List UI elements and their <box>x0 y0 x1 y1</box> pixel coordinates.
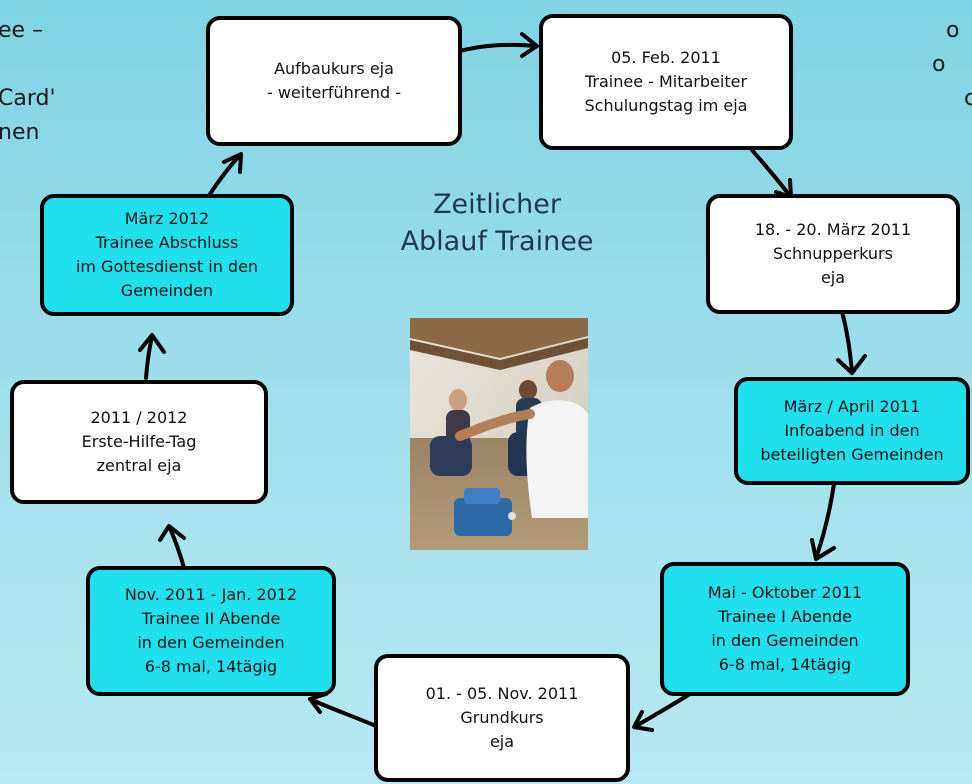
arrow-4-to-5-head <box>810 538 836 561</box>
arrow-6-to-7 <box>310 698 378 728</box>
title-line: Zeitlicher <box>433 189 561 220</box>
arrow-5-to-6-head <box>632 710 654 732</box>
step-line: 01. - 05. Nov. 2011 <box>425 684 579 703</box>
step-infoabend: März / April 2011 Infoabend in den betei… <box>734 377 970 485</box>
arrow-3-to-4 <box>840 310 854 374</box>
arrow-8-to-9-head <box>138 333 166 354</box>
step-line: März / April 2011 <box>783 397 921 416</box>
step-line: in den Gemeinden <box>711 631 859 650</box>
step-line: - weiterführend - <box>266 83 402 102</box>
group-photo <box>410 318 588 550</box>
left-fragment-line: ee – <box>0 18 44 43</box>
step-line: Mai - Oktober 2011 <box>707 583 863 602</box>
step-line: eja <box>489 732 515 751</box>
left-fragment-line: Card' <box>0 86 56 111</box>
step-line: März 2012 <box>124 209 210 228</box>
step-line: Trainee - Mitarbeiter <box>584 72 748 91</box>
left-text-fragment: ee – Card' nen <box>0 14 56 150</box>
step-line: in den Gemeinden <box>137 633 285 652</box>
arrow-8-to-9 <box>144 334 154 380</box>
step-line: Gemeinden <box>120 281 214 300</box>
right-text-fragment: o o c <box>932 14 972 116</box>
arrow-7-to-8-head <box>158 524 186 542</box>
step-line: Trainee II Abende <box>141 609 281 628</box>
step-grundkurs: 01. - 05. Nov. 2011 Grundkurs eja <box>374 654 630 782</box>
step-line: Trainee I Abende <box>717 607 853 626</box>
step-line: Nov. 2011 - Jan. 2012 <box>124 585 298 604</box>
step-trainee-1-abende: Mai - Oktober 2011 Trainee I Abende in d… <box>660 562 910 696</box>
arrow-7-to-8 <box>168 526 186 570</box>
step-line: eja <box>820 268 846 287</box>
step-trainee-abschluss: März 2012 Trainee Abschluss im Gottesdie… <box>40 194 294 316</box>
step-line: 18. - 20. März 2011 <box>754 220 912 239</box>
arrow-9-to-1 <box>208 153 242 196</box>
step-line: Trainee Abschluss <box>95 233 239 252</box>
step-line: Grundkurs <box>460 708 544 727</box>
step-schnupperkurs: 18. - 20. März 2011 Schnupperkurs eja <box>706 194 960 314</box>
step-line: Infoabend in den <box>784 421 920 440</box>
arrow-1-to-2-head <box>520 32 539 58</box>
step-line: im Gottesdienst in den <box>75 257 259 276</box>
step-line: 2011 / 2012 <box>90 408 188 427</box>
arrow-9-to-1-head <box>222 152 243 174</box>
arrow-2-to-3 <box>750 148 792 198</box>
step-line: zentral eja <box>96 456 182 475</box>
step-line: Schulungstag im eja <box>584 96 748 115</box>
step-line: Erste-Hilfe-Tag <box>81 432 197 451</box>
step-schulungstag: 05. Feb. 2011 Trainee - Mitarbeiter Schu… <box>539 14 793 150</box>
arrow-4-to-5 <box>814 482 836 560</box>
arrow-1-to-2 <box>454 42 538 54</box>
arrow-5-to-6 <box>634 692 692 728</box>
right-fragment-line: o <box>946 18 960 43</box>
step-line: 05. Feb. 2011 <box>611 48 721 67</box>
arrow-3-to-4-head <box>836 354 867 375</box>
step-line: Aufbaukurs eja <box>274 59 394 78</box>
step-erste-hilfe-tag: 2011 / 2012 Erste-Hilfe-Tag zentral eja <box>10 380 268 504</box>
diagram-title: Zeitlicher Ablauf Trainee <box>372 186 622 260</box>
step-trainee-2-abende: Nov. 2011 - Jan. 2012 Trainee II Abende … <box>86 566 336 696</box>
title-line: Ablauf Trainee <box>400 226 594 257</box>
step-line: beteiligten Gemeinden <box>760 445 944 464</box>
step-line: Schnupperkurs <box>773 244 893 263</box>
right-fragment-line: o <box>932 52 946 77</box>
step-line: 6-8 mal, 14tägig <box>718 655 852 674</box>
right-fragment-line: c <box>964 86 972 111</box>
step-line: 6-8 mal, 14tägig <box>144 657 278 676</box>
left-fragment-line: nen <box>0 120 40 145</box>
step-aufbaukurs: Aufbaukurs eja - weiterführend - <box>206 16 462 146</box>
